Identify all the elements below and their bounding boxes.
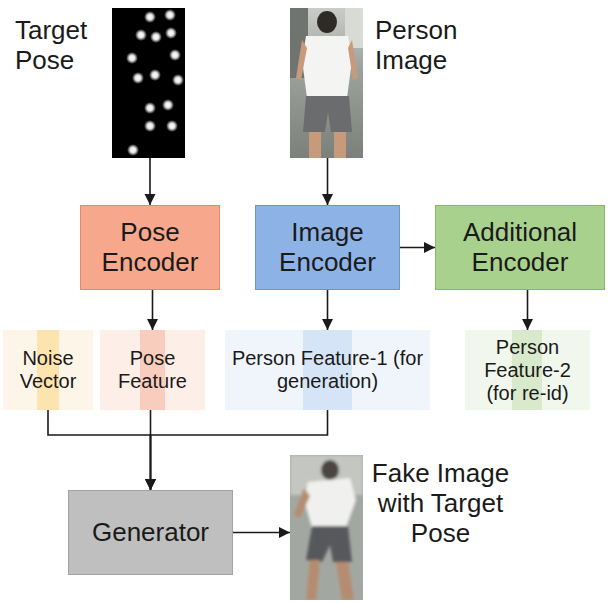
shorts xyxy=(306,526,352,562)
keypoints xyxy=(126,9,184,156)
flow-arrow xyxy=(233,532,290,534)
keypoint xyxy=(166,120,178,132)
blurred-person xyxy=(290,455,363,600)
generator-box: Generator xyxy=(68,490,233,575)
keypoint xyxy=(132,72,144,84)
keypoint xyxy=(127,144,139,156)
keypoint xyxy=(150,31,162,43)
keypoint xyxy=(144,11,156,23)
flow-arrow xyxy=(48,410,151,490)
encoder-box: Additional Encoder xyxy=(435,205,605,290)
flow-arrow xyxy=(149,158,151,205)
leg xyxy=(306,560,320,600)
flow-arrow xyxy=(327,290,329,330)
arm xyxy=(294,488,310,518)
keypoint xyxy=(149,69,161,81)
photo-ground xyxy=(290,8,363,158)
encoder-box: Image Encoder xyxy=(255,205,400,290)
keypoint xyxy=(126,52,138,64)
person-image-frame: Person Image xyxy=(290,8,363,158)
feature-box: Noise Vector xyxy=(3,330,93,410)
image-caption: Target Pose xyxy=(15,16,107,76)
keypoint xyxy=(172,74,184,86)
keypoint xyxy=(169,49,181,61)
person-photo xyxy=(290,8,363,158)
pose-heatmap xyxy=(112,8,185,158)
node-label: Image Encoder xyxy=(262,218,393,278)
keypoint xyxy=(144,102,156,114)
flow-arrow xyxy=(327,158,329,205)
node-label: Additional Encoder xyxy=(442,218,598,278)
shorts xyxy=(303,96,352,132)
encoder-box: Pose Encoder xyxy=(80,205,220,290)
image-caption: Fake Image with Target Pose xyxy=(368,459,513,549)
arm xyxy=(296,40,307,80)
head xyxy=(321,460,339,480)
arm xyxy=(348,40,358,80)
flow-arrow xyxy=(400,247,435,249)
node-label: Pose Encoder xyxy=(87,218,213,278)
leg xyxy=(334,132,346,158)
leg xyxy=(309,132,321,158)
photo-ground xyxy=(290,455,363,600)
leg xyxy=(336,562,354,600)
node-label: Person Feature-2 (for re-id) xyxy=(471,336,584,405)
keypoint xyxy=(165,27,177,39)
node-label: Noise Vector xyxy=(9,347,87,393)
head xyxy=(317,11,337,33)
keypoint xyxy=(162,99,174,111)
node-label: Pose Feature xyxy=(106,347,199,393)
keypoint xyxy=(164,9,176,21)
fake-photo xyxy=(290,455,363,600)
pose-heatmap-frame: Target Pose xyxy=(112,8,185,158)
node-label: Generator xyxy=(75,518,226,548)
keypoint xyxy=(144,120,156,132)
heatmap-ground xyxy=(112,8,185,158)
node-label: Person Feature-1 (for generation) xyxy=(231,347,424,393)
flow-arrow xyxy=(151,410,328,490)
flow-arrow xyxy=(152,290,154,330)
feature-box: Pose Feature xyxy=(100,330,205,410)
shirt xyxy=(302,36,352,98)
flow-arrow xyxy=(527,290,529,330)
feature-box: Person Feature-1 (for generation) xyxy=(225,330,430,410)
keypoint xyxy=(135,29,147,41)
feature-box: Person Feature-2 (for re-id) xyxy=(465,330,590,410)
fake-image-frame: Fake Image with Target Pose xyxy=(290,455,363,600)
image-caption: Person Image xyxy=(375,16,485,76)
shirt xyxy=(304,478,356,528)
